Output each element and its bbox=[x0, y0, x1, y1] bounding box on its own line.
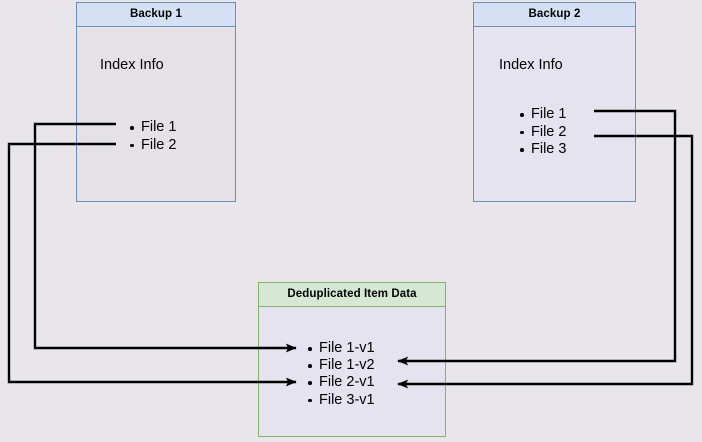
node-backup-1-title: Backup 1 bbox=[77, 3, 235, 27]
list-item[interactable]: File 1 bbox=[129, 119, 176, 137]
deduplicated-file-list: File 1-v1 File 1-v2 File 2-v1 File 3-v1 bbox=[307, 340, 375, 409]
backup-2-file-list: File 1 File 2 File 3 bbox=[519, 106, 566, 159]
node-deduplicated-item-data-title: Deduplicated Item Data bbox=[259, 283, 445, 307]
node-backup-2-title: Backup 2 bbox=[474, 3, 635, 27]
list-item[interactable]: File 3-v1 bbox=[307, 392, 375, 409]
list-item[interactable]: File 2 bbox=[519, 124, 566, 142]
node-backup-1-body: Index Info File 1 File 2 bbox=[77, 27, 235, 201]
node-deduplicated-item-data[interactable]: Deduplicated Item Data File 1-v1 File 1-… bbox=[258, 282, 446, 437]
node-backup-2-body: Index Info File 1 File 2 File 3 bbox=[474, 27, 635, 201]
node-deduplicated-item-data-body: File 1-v1 File 1-v2 File 2-v1 File 3-v1 bbox=[259, 307, 445, 436]
list-item[interactable]: File 3 bbox=[519, 141, 566, 159]
list-item[interactable]: File 2-v1 bbox=[307, 374, 375, 391]
node-backup-2[interactable]: Backup 2 Index Info File 1 File 2 File 3 bbox=[473, 2, 636, 202]
list-item[interactable]: File 2 bbox=[129, 137, 176, 155]
node-backup-1[interactable]: Backup 1 Index Info File 1 File 2 bbox=[76, 2, 236, 202]
list-item[interactable]: File 1-v1 bbox=[307, 340, 375, 357]
backup-1-file-list: File 1 File 2 bbox=[129, 119, 176, 154]
backup-1-index-info-label: Index Info bbox=[100, 57, 164, 73]
list-item[interactable]: File 1 bbox=[519, 106, 566, 124]
list-item[interactable]: File 1-v2 bbox=[307, 357, 375, 374]
backup-2-index-info-label: Index Info bbox=[499, 57, 563, 73]
